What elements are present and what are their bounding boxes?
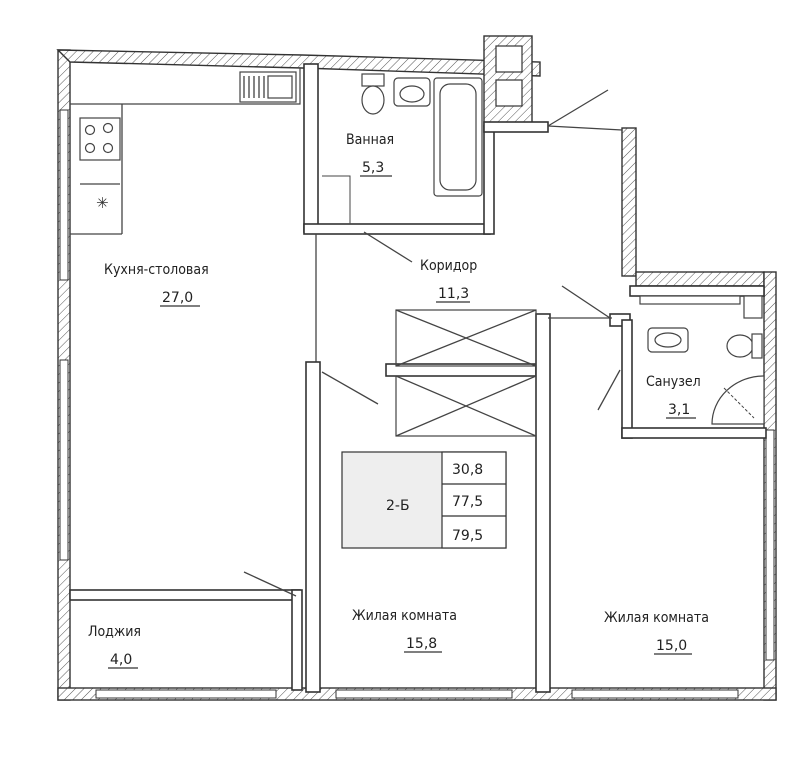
doors xyxy=(243,89,621,597)
burner-1 xyxy=(84,124,96,136)
burner-2 xyxy=(102,122,114,134)
shaft-inner-2 xyxy=(495,79,523,107)
kitchen-counter xyxy=(70,68,301,105)
window-bottom-1 xyxy=(95,689,277,699)
bath-fixtures xyxy=(322,73,483,224)
wc-wall-top-right xyxy=(629,285,765,297)
door-swing-loggia xyxy=(243,571,297,597)
door-swing-bath xyxy=(363,231,413,263)
wall-between-rooms xyxy=(535,313,551,693)
window-bottom-2 xyxy=(335,689,513,699)
living1-area: 15,8 xyxy=(406,636,437,652)
corridor-top-line xyxy=(547,125,623,131)
shower-icon xyxy=(711,375,765,425)
living2-area: 15,0 xyxy=(656,638,687,654)
sink-drain-lines xyxy=(243,76,265,98)
wc-label: Санузел xyxy=(646,374,701,390)
wall-right-upper xyxy=(621,127,637,277)
apartment-type: 2-Б xyxy=(386,498,410,514)
wardrobe-box xyxy=(395,309,537,367)
wardrobe-box-2 xyxy=(395,375,537,437)
stove-icon xyxy=(79,117,121,161)
wc-wall-left xyxy=(621,319,633,439)
bath-wall-bottom xyxy=(303,223,491,235)
living1-label: Жилая комната xyxy=(352,608,457,624)
exterior-walls xyxy=(56,35,777,701)
window-left-2 xyxy=(59,359,69,561)
bath-wall-right xyxy=(483,125,495,235)
bath-label: Ванная xyxy=(346,132,394,148)
radiator xyxy=(639,295,741,305)
wall-top xyxy=(56,49,541,77)
toilet-bowl xyxy=(361,85,385,115)
interior-walls xyxy=(69,63,767,693)
wc-area: 3,1 xyxy=(668,402,690,418)
door-swing-corridor xyxy=(561,285,611,319)
living1-wall-left xyxy=(305,361,321,693)
burner-3 xyxy=(84,142,96,154)
living-area-value: 30,8 xyxy=(452,462,483,478)
wall-right-notch xyxy=(635,271,765,287)
window-right xyxy=(765,429,775,661)
total-with-loggia-value: 79,5 xyxy=(452,528,483,544)
wardrobe-x2 xyxy=(395,309,537,367)
toilet-icon xyxy=(361,73,385,87)
bath-wall-top-right xyxy=(483,121,549,133)
living2-label: Жилая комната xyxy=(604,610,709,626)
door-swing-wc xyxy=(597,369,621,411)
corridor-label: Коридор xyxy=(420,258,477,274)
bath-area: 5,3 xyxy=(362,160,384,176)
bathtub-inner xyxy=(439,83,477,191)
kitchen-fixtures: ✳ xyxy=(70,68,301,235)
bath-wall-left xyxy=(303,63,319,233)
wc-fixtures xyxy=(639,295,765,425)
vent-box xyxy=(743,295,763,319)
wc-toilet-tank xyxy=(751,333,763,359)
burner-4 xyxy=(102,142,114,154)
loggia-area: 4,0 xyxy=(110,652,132,668)
kitchen-label: Кухня-столовая xyxy=(104,262,209,278)
summary-table: 2-Б 30,8 77,5 79,5 xyxy=(341,451,507,549)
loggia-wall-right xyxy=(291,589,303,691)
bath-sink-bowl xyxy=(399,85,425,103)
kitchen-area: 27,0 xyxy=(162,290,193,306)
loggia-label: Лоджия xyxy=(88,624,141,640)
shelf-line xyxy=(322,175,351,224)
door-swing-entry xyxy=(547,89,609,127)
shaft-inner-1 xyxy=(495,45,523,73)
wc-wall-bottom xyxy=(621,427,767,439)
wardrobe-x4 xyxy=(395,375,537,437)
door-swing-living1 xyxy=(321,371,379,405)
summary-values-col xyxy=(441,451,507,549)
shower-diag xyxy=(723,387,755,419)
room-labels: Кухня-столовая 27,0 Ванная 5,3 Коридор 1… xyxy=(88,132,709,669)
fridge-icon: ✳ xyxy=(96,194,109,212)
window-left-1 xyxy=(59,109,69,281)
loggia-wall xyxy=(69,589,301,601)
wardrobe xyxy=(395,309,537,437)
corridor-area: 11,3 xyxy=(438,286,469,302)
total-area-value: 77,5 xyxy=(452,494,483,510)
wc-sink-bowl xyxy=(654,332,682,348)
kitchen-sink-bowl xyxy=(267,75,293,99)
window-bottom-3 xyxy=(571,689,739,699)
wc-toilet-icon xyxy=(726,334,754,358)
